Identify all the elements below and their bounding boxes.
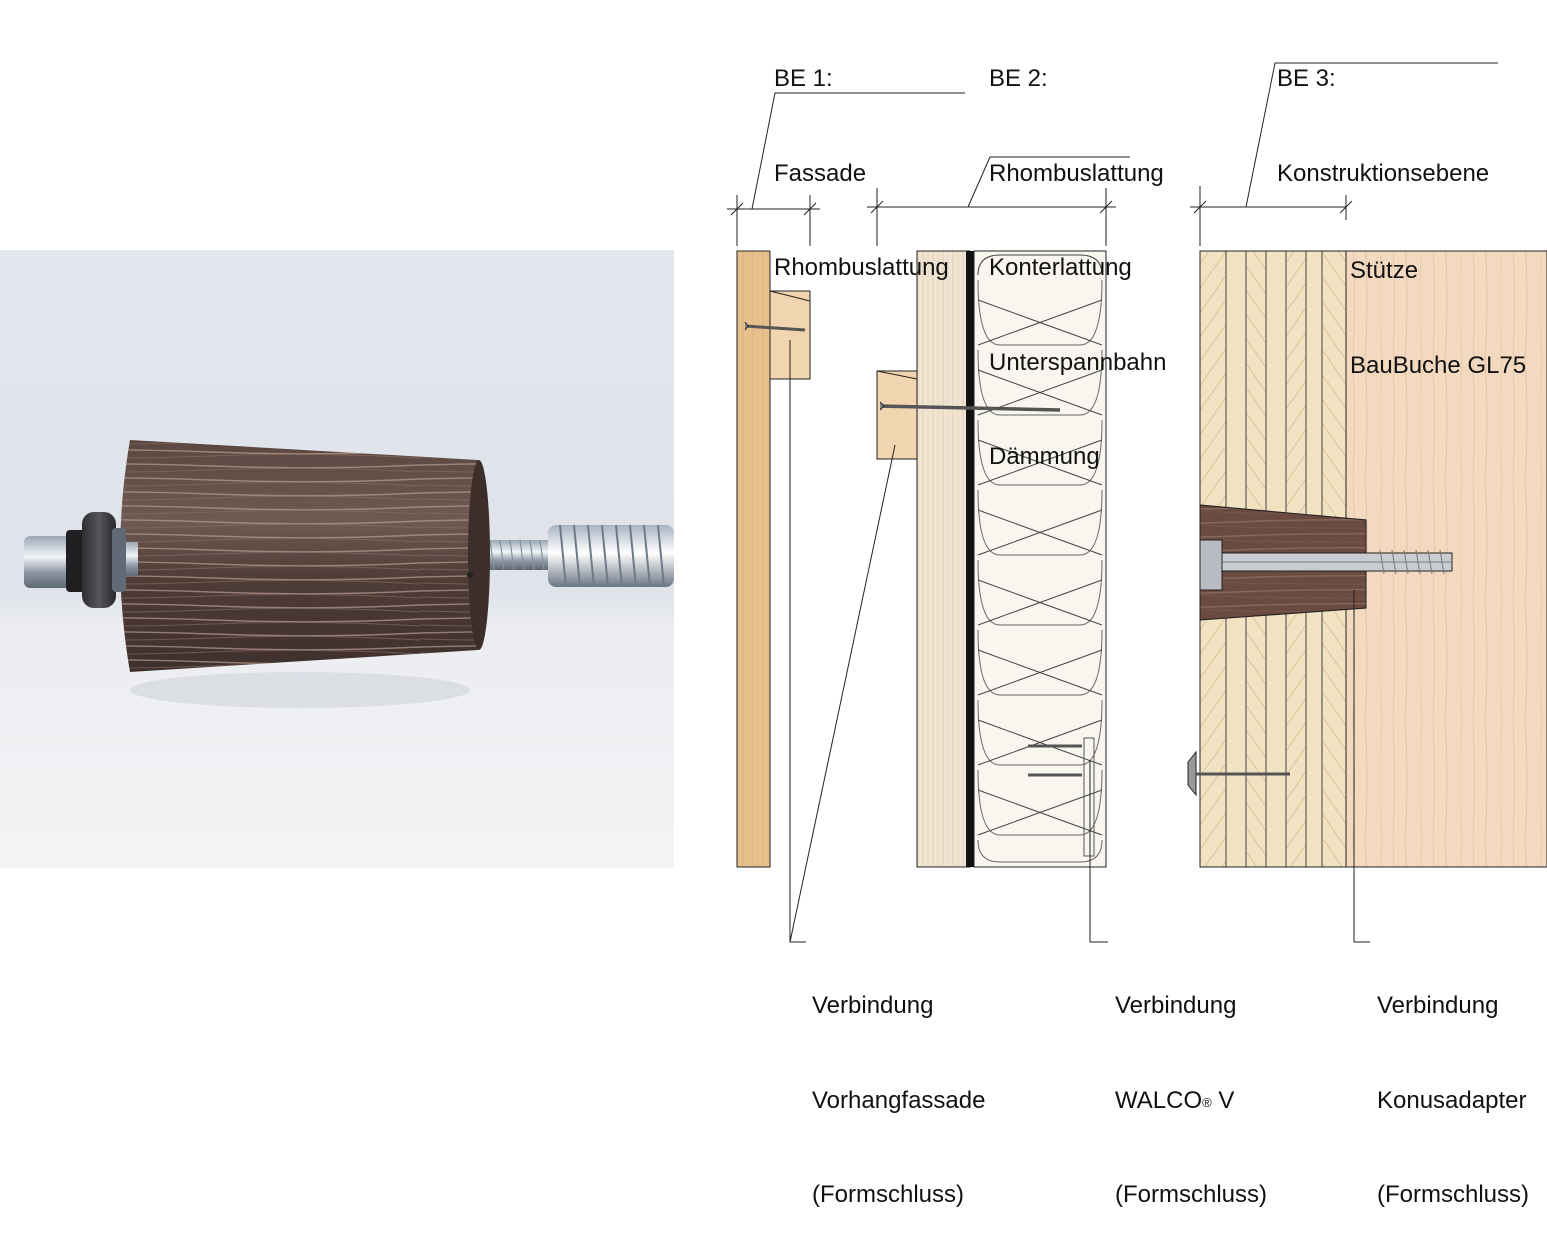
be1-label: BE 1: Fassade Rhombuslattung [774, 0, 949, 315]
connection-vorhang-label: Verbindung Vorhangfassade (Formschluss) [812, 927, 985, 1242]
be3-drawing [1187, 62, 1547, 943]
be2-title: BE 2: [989, 65, 1048, 92]
be2-line-4: Dämmung [989, 443, 1100, 470]
be1-drawing [727, 92, 965, 943]
product-photo [0, 250, 674, 868]
connection-konus-label: Verbindung Konusadapter (Formschluss) [1377, 927, 1529, 1242]
be2-line-1: Rhombuslattung [989, 159, 1164, 187]
column-label: Stütze BauBuche GL75 [1350, 192, 1526, 413]
be3-label: BE 3: Konstruktionsebene [1277, 0, 1489, 221]
vorhang-line-1: Verbindung [812, 992, 934, 1019]
be3-line-1: Konstruktionsebene [1277, 159, 1490, 187]
be2-line-3: Unterspannbahn [989, 348, 1167, 376]
vorhang-line-2: Vorhangfassade [812, 1086, 986, 1114]
walco-registered-mark: ® [1202, 1094, 1212, 1110]
diagram-canvas [0, 62, 1547, 943]
bolt-head [24, 512, 138, 608]
be1-line-2: Rhombuslattung [774, 254, 949, 281]
be2-drawing [789, 156, 1130, 943]
konus-line-2: Konusadapter [1377, 1086, 1527, 1114]
konus-line-1: Verbindung [1377, 992, 1499, 1019]
wood-cone [120, 440, 490, 672]
be2-label: BE 2: Rhombuslattung Konterlattung Unter… [989, 0, 1166, 504]
vorhang-line-3: (Formschluss) [812, 1181, 965, 1208]
be2-line-2: Konterlattung [989, 254, 1132, 281]
column-line-2: BauBuche GL75 [1350, 351, 1527, 379]
walco-suffix: V [1211, 1086, 1235, 1114]
connection-walco-label: Verbindung WALCO® V (Formschluss) [1115, 927, 1267, 1242]
column-line-1: Stütze [1350, 257, 1419, 284]
walco-line-3: (Formschluss) [1115, 1181, 1268, 1208]
be3-title: BE 3: [1277, 65, 1336, 92]
be1-title: BE 1: [774, 65, 833, 92]
walco-line-2: WALCO® V [1115, 1085, 1267, 1117]
konus-line-3: (Formschluss) [1377, 1181, 1530, 1208]
walco-line-1: Verbindung [1115, 992, 1237, 1019]
walco-brand: WALCO [1115, 1086, 1203, 1114]
be1-line-1: Fassade [774, 159, 867, 187]
